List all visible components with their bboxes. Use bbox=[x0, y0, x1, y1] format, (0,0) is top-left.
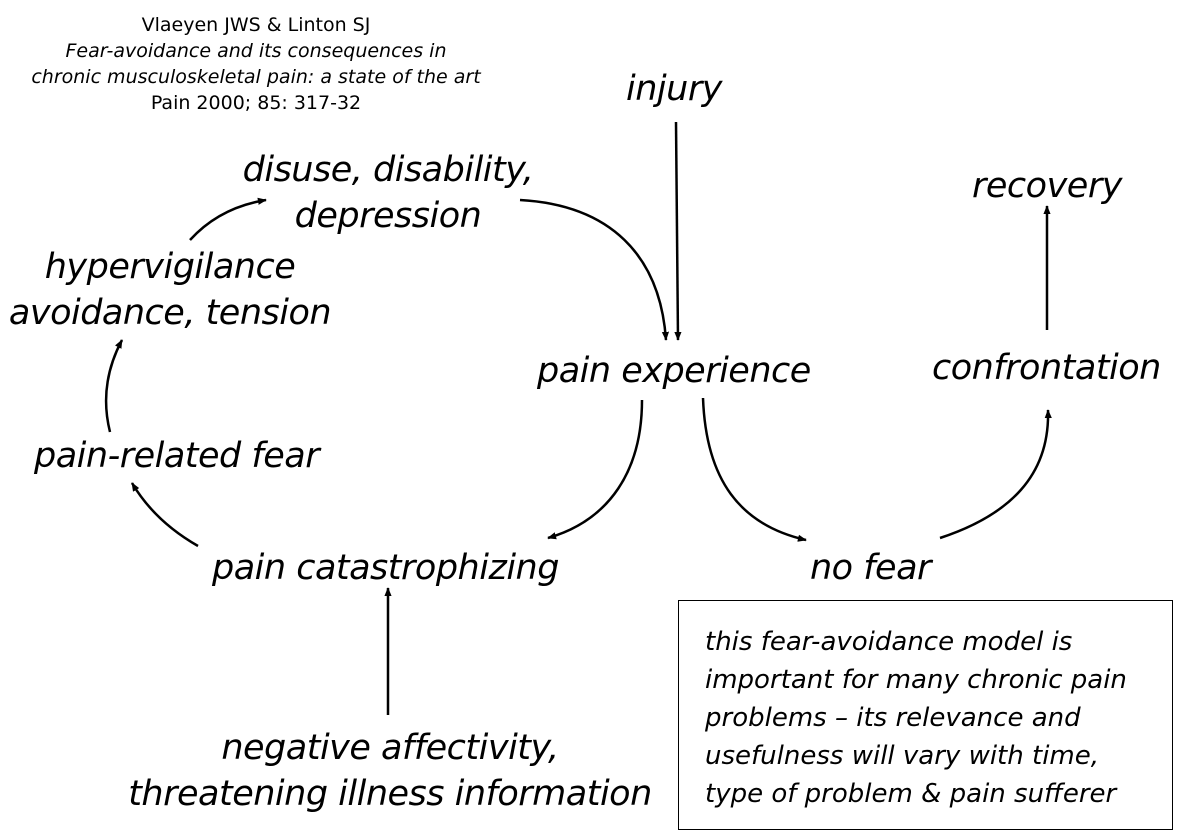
note-text: this fear-avoidance model is important f… bbox=[705, 623, 1127, 813]
node-hypervigilance-line2: avoidance, tension bbox=[8, 293, 332, 333]
node-confrontation: confrontation bbox=[932, 348, 1161, 388]
node-hypervigilance-avoidance-tension: hypervigilance avoidance, tension bbox=[0, 244, 340, 336]
note-line3: problems – its relevance and bbox=[705, 703, 1081, 733]
arrow-pain-experience-to-no-fear bbox=[701, 397, 807, 542]
node-recovery: recovery bbox=[972, 166, 1122, 206]
citation-title-line1: Fear-avoidance and its consequences in bbox=[65, 40, 447, 62]
node-disuse-line2: depression bbox=[294, 196, 482, 236]
note-line1: this fear-avoidance model is bbox=[705, 627, 1073, 657]
citation-title-line2: chronic musculoskeletal pain: a state of… bbox=[31, 66, 481, 88]
citation-journal: Pain 2000; 85: 317-32 bbox=[150, 92, 362, 114]
citation-authors: Vlaeyen JWS & Linton SJ bbox=[141, 14, 371, 36]
node-negative-affectivity: negative affectivity, threatening illnes… bbox=[120, 725, 660, 817]
arrow-injury-to-pain-experience bbox=[674, 121, 682, 341]
node-no-fear: no fear bbox=[810, 548, 931, 588]
arrow-no-fear-to-confrontation bbox=[939, 409, 1052, 540]
node-negative-line1: negative affectivity, bbox=[221, 728, 559, 768]
note-line4: usefulness will vary with time, bbox=[705, 741, 1099, 771]
arrow-hypervigilance-to-disuse bbox=[189, 197, 267, 241]
note-box: this fear-avoidance model is important f… bbox=[678, 600, 1173, 830]
node-pain-catastrophizing: pain catastrophizing bbox=[212, 548, 559, 588]
arrow-pain-experience-to-catastrophizing bbox=[547, 399, 644, 540]
node-negative-line2: threatening illness information bbox=[128, 774, 652, 814]
node-pain-experience: pain experience bbox=[537, 351, 811, 391]
citation: Vlaeyen JWS & Linton SJ Fear-avoidance a… bbox=[0, 12, 512, 116]
node-disuse-line1: disuse, disability, bbox=[242, 150, 534, 190]
note-line2: important for many chronic pain bbox=[705, 665, 1127, 695]
node-pain-related-fear: pain-related fear bbox=[34, 436, 320, 476]
node-hypervigilance-line1: hypervigilance bbox=[44, 247, 296, 287]
node-injury: injury bbox=[626, 69, 722, 109]
node-disuse-disability-depression: disuse, disability, depression bbox=[232, 147, 544, 239]
note-line5: type of problem & pain sufferer bbox=[705, 779, 1117, 809]
arrow-catastrophizing-to-fear bbox=[130, 482, 199, 548]
arrow-fear-to-hypervigilance bbox=[104, 339, 124, 433]
arrow-disuse-to-pain-experience bbox=[519, 198, 670, 341]
